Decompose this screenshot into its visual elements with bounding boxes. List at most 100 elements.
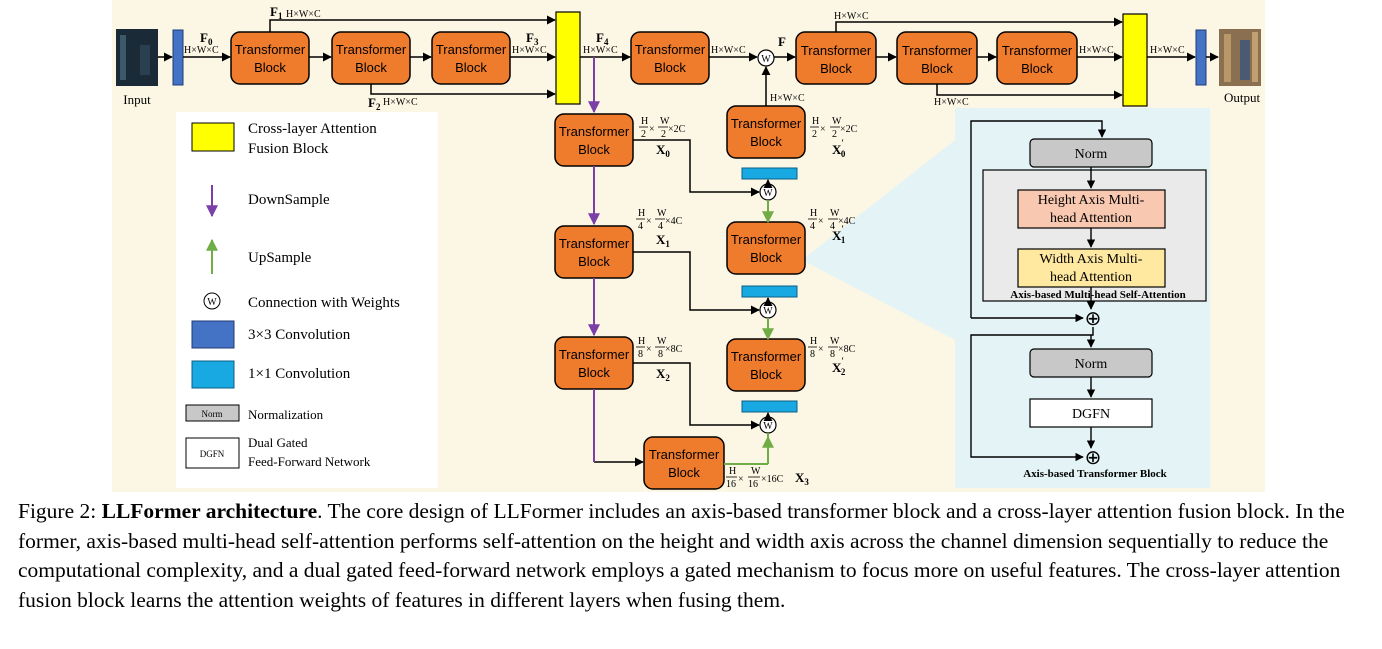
svg-text:F1: F1	[270, 4, 283, 21]
svg-text:H×W×C: H×W×C	[583, 45, 618, 56]
svg-text:Block: Block	[921, 61, 953, 76]
svg-text:H×W×C: H×W×C	[286, 9, 321, 20]
svg-text:3×3 Convolution: 3×3 Convolution	[248, 327, 351, 343]
svg-text:W: W	[660, 116, 670, 127]
svg-text:×8C: ×8C	[665, 344, 683, 355]
svg-text:Block: Block	[578, 365, 610, 380]
svg-text:Block: Block	[254, 60, 286, 75]
axis-transformer-detail: Norm Height Axis Multi- head Attention W…	[970, 120, 1207, 480]
svg-text:×2C: ×2C	[668, 124, 686, 135]
svg-text:×8C: ×8C	[838, 344, 856, 355]
svg-text:Block: Block	[750, 250, 782, 265]
svg-text:2: 2	[641, 129, 646, 140]
svg-text:DownSample: DownSample	[248, 192, 330, 208]
svg-text:Transformer: Transformer	[902, 43, 973, 58]
svg-text:×16C: ×16C	[761, 474, 784, 485]
svg-text:4: 4	[658, 221, 663, 232]
svg-text:H×W×C: H×W×C	[770, 93, 805, 104]
svg-text:Transformer: Transformer	[731, 116, 802, 131]
svg-text:4: 4	[830, 221, 835, 232]
caption-text: . The core design of LLFormer includes a…	[18, 499, 1345, 612]
svg-text:X2: X2	[656, 366, 670, 383]
llformer-architecture-figure: Input Output Transformer Block Transform…	[112, 0, 1265, 492]
transformer-block-dec-1: Transformer Block	[795, 31, 877, 85]
svg-text:Norm: Norm	[1075, 357, 1108, 372]
caption-label: Figure 2:	[18, 499, 102, 523]
svg-text:2: 2	[661, 129, 666, 140]
figure-caption: Figure 2: LLFormer architecture. The cor…	[18, 497, 1368, 615]
svg-text:H×W×C: H×W×C	[1079, 45, 1114, 56]
svg-text:Block: Block	[750, 134, 782, 149]
svg-text:W: W	[657, 336, 667, 347]
svg-text:Height Axis Multi-: Height Axis Multi-	[1038, 193, 1145, 208]
svg-text:4: 4	[638, 221, 643, 232]
svg-text:Axis-based Transformer Block: Axis-based Transformer Block	[1023, 468, 1167, 480]
svg-text:H: H	[810, 336, 817, 347]
transformer-block-dec-level4: Transformer Block	[726, 338, 806, 392]
svg-text:X′0: X′0	[832, 138, 846, 159]
svg-text:W: W	[763, 188, 773, 199]
svg-text:H×W×C: H×W×C	[834, 11, 869, 22]
transformer-block-dec-3: Transformer Block	[996, 31, 1078, 85]
transformer-block-level1: Transformer Block	[630, 31, 710, 85]
legend: Cross-layer Attention Fusion Block DownS…	[185, 121, 400, 469]
svg-text:X0: X0	[656, 142, 670, 159]
svg-text:8: 8	[638, 349, 643, 360]
plus-icon: ⊕	[1085, 308, 1102, 330]
svg-text:H×W×C: H×W×C	[711, 45, 746, 56]
transformer-block-enc-2: Transformer Block	[331, 31, 411, 85]
transformer-block-enc-level3: Transformer Block	[554, 225, 634, 279]
svg-text:H: H	[638, 336, 645, 347]
svg-text:Axis-based Multi-head Self-Att: Axis-based Multi-head Self-Attention	[1010, 289, 1185, 301]
feature-labels: F0 F1 F2 F3 F4 F	[200, 4, 786, 112]
svg-text:W: W	[657, 208, 667, 219]
detail-pointer	[802, 140, 955, 340]
svg-text:H×W×C: H×W×C	[512, 45, 547, 56]
svg-text:Transformer: Transformer	[649, 447, 720, 462]
conv1-level4	[741, 400, 798, 413]
transformer-block-enc-3: Transformer Block	[431, 31, 511, 85]
svg-text:X1: X1	[656, 232, 670, 249]
svg-text:head Attention: head Attention	[1050, 211, 1132, 226]
conv3-input	[172, 29, 184, 86]
svg-text:H×W×C: H×W×C	[1150, 45, 1185, 56]
legend-conv3-swatch	[191, 320, 235, 349]
weight-node-level4: W	[759, 416, 777, 434]
cross-layer-fusion-encoder	[555, 11, 581, 105]
svg-text:Transformer: Transformer	[635, 42, 706, 57]
svg-text:2: 2	[812, 129, 817, 140]
svg-text:X3: X3	[795, 470, 809, 487]
connection-arrows	[158, 15, 1219, 467]
svg-text:8: 8	[658, 349, 663, 360]
svg-text:Block: Block	[578, 254, 610, 269]
svg-text:Norm: Norm	[1075, 147, 1108, 162]
svg-text:Transformer: Transformer	[559, 236, 630, 251]
svg-text:DGFN: DGFN	[200, 449, 225, 459]
svg-text:X′1: X′1	[832, 224, 846, 245]
svg-text:Transformer: Transformer	[731, 349, 802, 364]
svg-text:Transformer: Transformer	[801, 43, 872, 58]
svg-text:W: W	[832, 116, 842, 127]
svg-text:Connection with Weights: Connection with Weights	[248, 295, 400, 311]
svg-text:Block: Block	[455, 60, 487, 75]
svg-text:H×W×C: H×W×C	[184, 45, 219, 56]
svg-text:H: H	[812, 116, 819, 127]
dimension-labels: H×W×C H×W×C H×W×C H×W×C H×W×C H×W×C H×W×…	[184, 9, 1185, 108]
svg-text:W: W	[830, 336, 840, 347]
svg-text:X′2: X′2	[832, 356, 846, 377]
weight-node-level2: W	[759, 183, 777, 201]
svg-text:Block: Block	[578, 142, 610, 157]
svg-text:Transformer: Transformer	[436, 42, 507, 57]
svg-text:head Attention: head Attention	[1050, 270, 1132, 285]
svg-text:Block: Block	[820, 61, 852, 76]
svg-text:F0: F0	[200, 30, 213, 47]
svg-text:W: W	[763, 306, 773, 317]
svg-text:DGFN: DGFN	[1072, 407, 1110, 422]
transformer-block-dec-level2: Transformer Block	[726, 105, 806, 159]
legend-weight-symbol	[203, 292, 221, 310]
transformer-block-bottleneck: Transformer Block	[643, 436, 725, 490]
svg-text:×: ×	[818, 344, 824, 355]
svg-text:Transformer: Transformer	[559, 347, 630, 362]
transformer-block-enc-level2: Transformer Block	[554, 113, 634, 167]
caption-bold-title: LLFormer architecture	[101, 499, 318, 523]
